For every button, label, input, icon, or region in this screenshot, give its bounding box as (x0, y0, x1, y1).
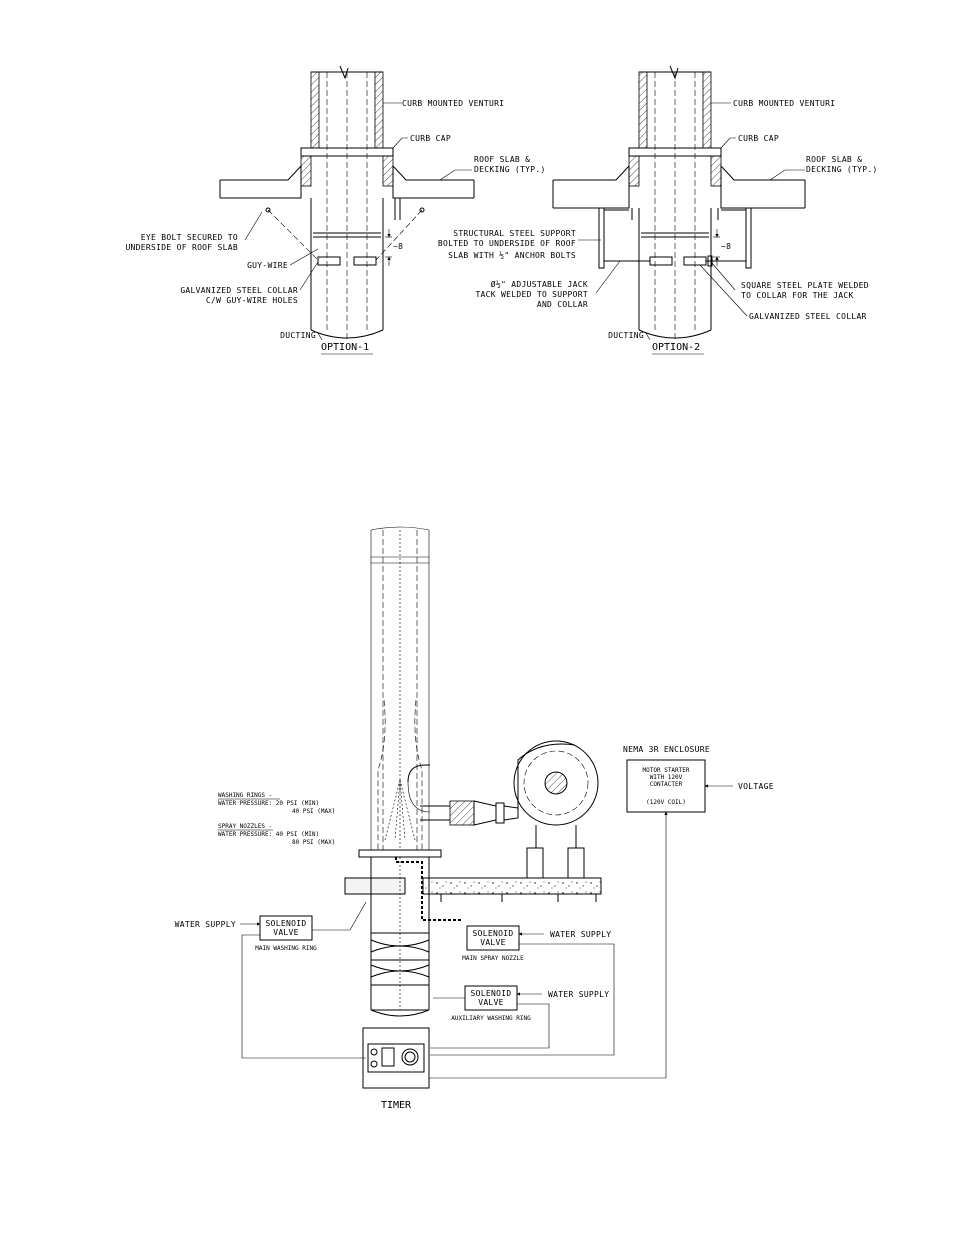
washing-rings-title: WASHING RINGS - (218, 792, 272, 799)
option1-collar-label-1: GALVANIZED STEEL COLLAR (180, 286, 298, 295)
valve-3-label-a: SOLENOID (471, 989, 512, 998)
option2-collar-label: GALVANIZED STEEL COLLAR (749, 312, 867, 321)
timer-dial (401, 1048, 419, 1066)
system-curb-cap (358, 849, 442, 858)
option1-title: OPTION-1 (321, 342, 369, 353)
support-right (745, 207, 752, 269)
venturi-wall-left (310, 71, 320, 149)
support-left (598, 207, 605, 269)
roof-slab-left (220, 164, 302, 199)
washing-rings-pressure-2: 40 PSI (MAX) (292, 808, 335, 815)
water-supply-3-label: WATER SUPPLY (548, 990, 609, 999)
option1-roof-slab-label-1: ROOF SLAB & (474, 155, 530, 164)
valve-2-label-b: VALVE (480, 938, 506, 947)
option-1-detail: CURB MOUNTED VENTURI CURB CAP ROOF SLAB … (125, 65, 546, 355)
option2-support-label-2: BOLTED TO UNDERSIDE OF ROOF (438, 239, 576, 248)
option2-support-label-3: SLAB WITH ½" ANCHOR BOLTS (448, 250, 576, 260)
option2-roof-slab-right (720, 164, 805, 209)
fan-platform (422, 877, 602, 895)
washing-system-diagram: NEMA 3R ENCLOSURE MOTOR STARTER WITH 120… (175, 526, 774, 1111)
option2-jack-label-2: TACK WELDED TO SUPPORT (475, 290, 588, 299)
option1-curb-cap-label: CURB CAP (410, 134, 451, 143)
fan-mount-right (567, 847, 585, 879)
option2-dimension: ~8 (721, 242, 731, 251)
valve-1-label-a: SOLENOID (266, 919, 307, 928)
venturi-wall-right (374, 71, 384, 149)
option2-title: OPTION-2 (652, 342, 700, 353)
fan-mount-left (526, 847, 544, 879)
valve-1-caption: MAIN WASHING RING (255, 945, 317, 952)
starter-label-3: CONTACTER (650, 781, 683, 788)
valve-3-label-b: VALVE (478, 998, 504, 1007)
option2-roof-slab-left (553, 164, 630, 209)
option1-curb-venturi-label: CURB MOUNTED VENTURI (402, 99, 504, 108)
option1-collar-label-2: C/W GUY-WIRE HOLES (206, 296, 298, 305)
spray-nozzles-pressure-1: WATER PRESSURE: 40 PSI (MIN) (218, 831, 319, 838)
valve-2-caption: MAIN SPRAY NOZZLE (462, 955, 524, 962)
collar-left (317, 256, 341, 266)
washing-rings-pressure-1: WATER PRESSURE: 20 PSI (MIN) (218, 800, 319, 807)
valve-3-caption: AUXILIARY WASHING RING (451, 1015, 531, 1022)
roof-slab-right (392, 164, 474, 199)
option2-curb-cap-label: CURB CAP (738, 134, 779, 143)
collar-right (353, 256, 377, 266)
starter-label-2: WITH 120V (650, 774, 683, 781)
option2-plate-label-2: TO COLLAR FOR THE JACK (741, 291, 854, 300)
water-supply-1-label: WATER SUPPLY (175, 920, 236, 929)
flex-connector (449, 800, 475, 826)
option2-curb-venturi-label: CURB MOUNTED VENTURI (733, 99, 835, 108)
valve-2-label-a: SOLENOID (473, 929, 514, 938)
spray-nozzles-pressure-2: 80 PSI (MAX) (292, 839, 335, 846)
option1-roof-slab-label-2: DECKING (TYP.) (474, 165, 546, 174)
timer-display (381, 1047, 395, 1067)
option2-roof-slab-label-1: ROOF SLAB & (806, 155, 862, 164)
curb-cap (300, 147, 394, 157)
option2-plate-label-1: SQUARE STEEL PLATE WELDED (741, 281, 869, 290)
nema-label: NEMA 3R ENCLOSURE (623, 745, 710, 754)
timer-box (362, 1027, 430, 1089)
starter-label-4: (120V COIL) (646, 799, 686, 806)
option2-roof-slab-label-2: DECKING (TYP.) (806, 165, 878, 174)
spray-nozzles-title: SPRAY NOZZLES - (218, 823, 272, 830)
valve-1-label-b: VALVE (273, 928, 299, 937)
option2-jack-label-1: Ø½" ADJUSTABLE JACK (491, 279, 588, 289)
option-2-detail: CURB MOUNTED VENTURI CURB CAP ROOF SLAB … (438, 65, 878, 355)
option1-eye-bolt-label-1: EYE BOLT SECURED TO (141, 233, 238, 242)
solenoid-valve-main-washing (259, 915, 313, 941)
solenoid-valve-main-spray (466, 925, 520, 951)
starter-label-1: MOTOR STARTER (643, 767, 690, 774)
option1-ducting-label: DUCTING (280, 331, 316, 340)
blower-housing (513, 740, 599, 826)
option1-guy-wire-label: GUY-WIRE (247, 261, 288, 270)
voltage-label: VOLTAGE (738, 782, 774, 791)
blower-motor-hub (544, 771, 568, 795)
timer-label: TIMER (381, 1100, 412, 1111)
option2-ducting-label: DUCTING (608, 331, 644, 340)
option2-jack-label-3: AND COLLAR (537, 300, 588, 309)
option2-curb-cap (628, 147, 722, 157)
option2-support-label-1: STRUCTURAL STEEL SUPPORT (453, 229, 576, 238)
option1-eye-bolt-label-2: UNDERSIDE OF ROOF SLAB (125, 243, 238, 252)
option1-dimension: ~8 (393, 242, 403, 251)
water-supply-2-label: WATER SUPPLY (550, 930, 611, 939)
